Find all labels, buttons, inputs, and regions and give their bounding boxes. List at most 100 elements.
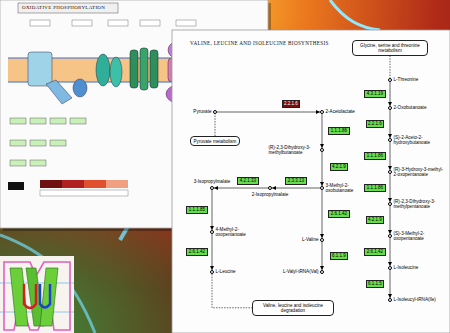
compound-name: L-Isoleucine	[394, 265, 419, 270]
compound-circle	[388, 106, 392, 110]
compound-node: 2-Acetolactate	[320, 109, 355, 114]
reaction-arrow	[272, 188, 320, 189]
ec-number: 4.2.1.33	[240, 178, 256, 183]
compound-name: (R)-2,3-Dihydroxy-3-methylpentanoate	[394, 199, 444, 210]
complex-iv	[150, 50, 158, 88]
reaction-arrow	[214, 188, 268, 189]
reaction-arrow	[390, 174, 391, 202]
enzyme-box: 6.1.1.9	[330, 252, 349, 260]
complex-tag	[72, 20, 92, 26]
ec-number: 4.3.1.19	[367, 91, 383, 96]
enzyme-box: 4.2.1.9	[366, 216, 385, 224]
enzyme-box: 6.1.1.5	[366, 280, 385, 288]
icon-ground	[0, 256, 74, 333]
complex-i-arm	[46, 80, 72, 104]
reaction-arrow	[212, 190, 213, 230]
compound-node: 4-Methyl-2-oxopentanoate	[210, 227, 264, 238]
compound-node: 3-Methyl-2-oxobutanoate	[320, 183, 360, 194]
compound-circle	[210, 270, 214, 274]
reaction-arrow	[390, 142, 391, 170]
enzyme-box: 2.6.1.42	[364, 248, 385, 256]
table-cell	[10, 140, 26, 146]
legend-block	[40, 190, 128, 196]
compound-name: L-Valine	[302, 237, 319, 242]
compound-name: L-Threonine	[394, 77, 419, 82]
compound-name: 2-Acetolactate	[326, 109, 355, 114]
enzyme-box: 2.6.1.42	[186, 248, 207, 256]
compound-node: (R)-2,3-Dihydroxy-3-methylbutanoate	[269, 145, 325, 156]
compound-node: (S)-3-Methyl-2-oxopentanoate	[388, 231, 444, 242]
pathway-map-box: Valine, leucine and isoleucine degradati…	[252, 300, 334, 316]
compound-circle	[320, 238, 324, 242]
enzyme-box: 1.1.1.86	[364, 184, 385, 192]
ec-number: 1.1.1.86	[331, 128, 347, 133]
helix	[10, 268, 28, 326]
complex-iv	[140, 48, 148, 90]
compound-circle	[320, 270, 324, 274]
reaction-arrow	[322, 152, 323, 186]
ec-number: 4.2.1.9	[332, 164, 346, 169]
compound-name: L-Leucine	[216, 269, 236, 274]
reaction-arrow	[322, 242, 323, 270]
pathway-map-box: Glycine, serine and threonine metabolism	[352, 40, 428, 56]
map-link	[215, 114, 216, 136]
compound-circle	[388, 266, 392, 270]
icon-outline	[4, 262, 70, 330]
compound-node: 2-Isopropylmalate	[252, 186, 289, 197]
pathway-map-box: Pyruvate metabolism	[190, 136, 240, 146]
complex-tag	[30, 20, 50, 26]
map-name: Glycine, serine and threonine metabolism	[355, 43, 425, 54]
legend-block	[8, 182, 24, 190]
swoosh	[0, 235, 95, 333]
helix	[40, 268, 58, 326]
table-cell	[70, 118, 86, 124]
reaction-arrow	[390, 238, 391, 266]
complex-iv	[130, 50, 138, 88]
table-cell	[10, 118, 26, 124]
compound-name: Pyruvate	[193, 109, 211, 114]
legend-block	[40, 180, 62, 188]
compound-node: 2-Oxobutanoate	[388, 105, 426, 110]
compound-node: L-Isoleucyl-tRNA(Ile)	[388, 297, 436, 302]
compound-name: 4-Methyl-2-oxopentanoate	[216, 227, 264, 238]
ec-number: 6.1.1.5	[368, 281, 382, 286]
ec-number: 1.1.1.85	[189, 207, 205, 212]
enzyme-box: 2.2.1.6	[366, 120, 385, 128]
reaction-arrow	[217, 112, 320, 113]
compound-circle	[388, 138, 392, 142]
compound-name: 3-Isopropylmalate	[194, 179, 231, 184]
compound-circle	[388, 234, 392, 238]
ec-number: 1.1.1.86	[367, 153, 383, 158]
enzyme-box: 4.2.1.33	[237, 177, 258, 185]
ec-number: 2.6.1.42	[367, 249, 383, 254]
compound-name: (S)-2-Aceto-2-hydroxybutanoate	[394, 135, 444, 146]
complex-iii	[96, 54, 110, 86]
compound-circle	[210, 230, 214, 234]
compound-circle	[320, 186, 324, 190]
reaction-arrow	[322, 190, 323, 238]
map-link	[212, 274, 252, 308]
complex-tag	[108, 20, 128, 26]
compound-circle	[388, 202, 392, 206]
complex-tag	[140, 20, 160, 26]
compound-circle	[320, 110, 324, 114]
compound-name: 3-Methyl-2-oxobutanoate	[326, 183, 360, 194]
compound-name: (R)-2,3-Dihydroxy-3-methylbutanoate	[269, 145, 319, 156]
ec-number: 6.1.1.9	[332, 253, 346, 258]
compound-node: L-Threonine	[388, 77, 418, 82]
ec-number: 2.6.1.42	[189, 249, 205, 254]
compound-node: 3-Isopropylmalate	[194, 179, 231, 190]
compound-node: (R)-2,3-Dihydroxy-3-methylpentanoate	[388, 199, 444, 210]
compound-name: L-Valyl-tRNA(Val)	[283, 269, 319, 274]
enzyme-box: 4.3.1.19	[364, 90, 385, 98]
ec-number: 1.1.1.86	[367, 185, 383, 190]
complex-iii	[110, 57, 122, 87]
ec-number: 2.3.3.13	[288, 178, 304, 183]
reaction-arrow	[390, 82, 391, 106]
swoosh	[330, 0, 380, 30]
enzyme-box: 1.1.1.85	[186, 206, 207, 214]
compound-circle	[320, 148, 324, 152]
ec-number: 2.2.1.6	[368, 121, 382, 126]
